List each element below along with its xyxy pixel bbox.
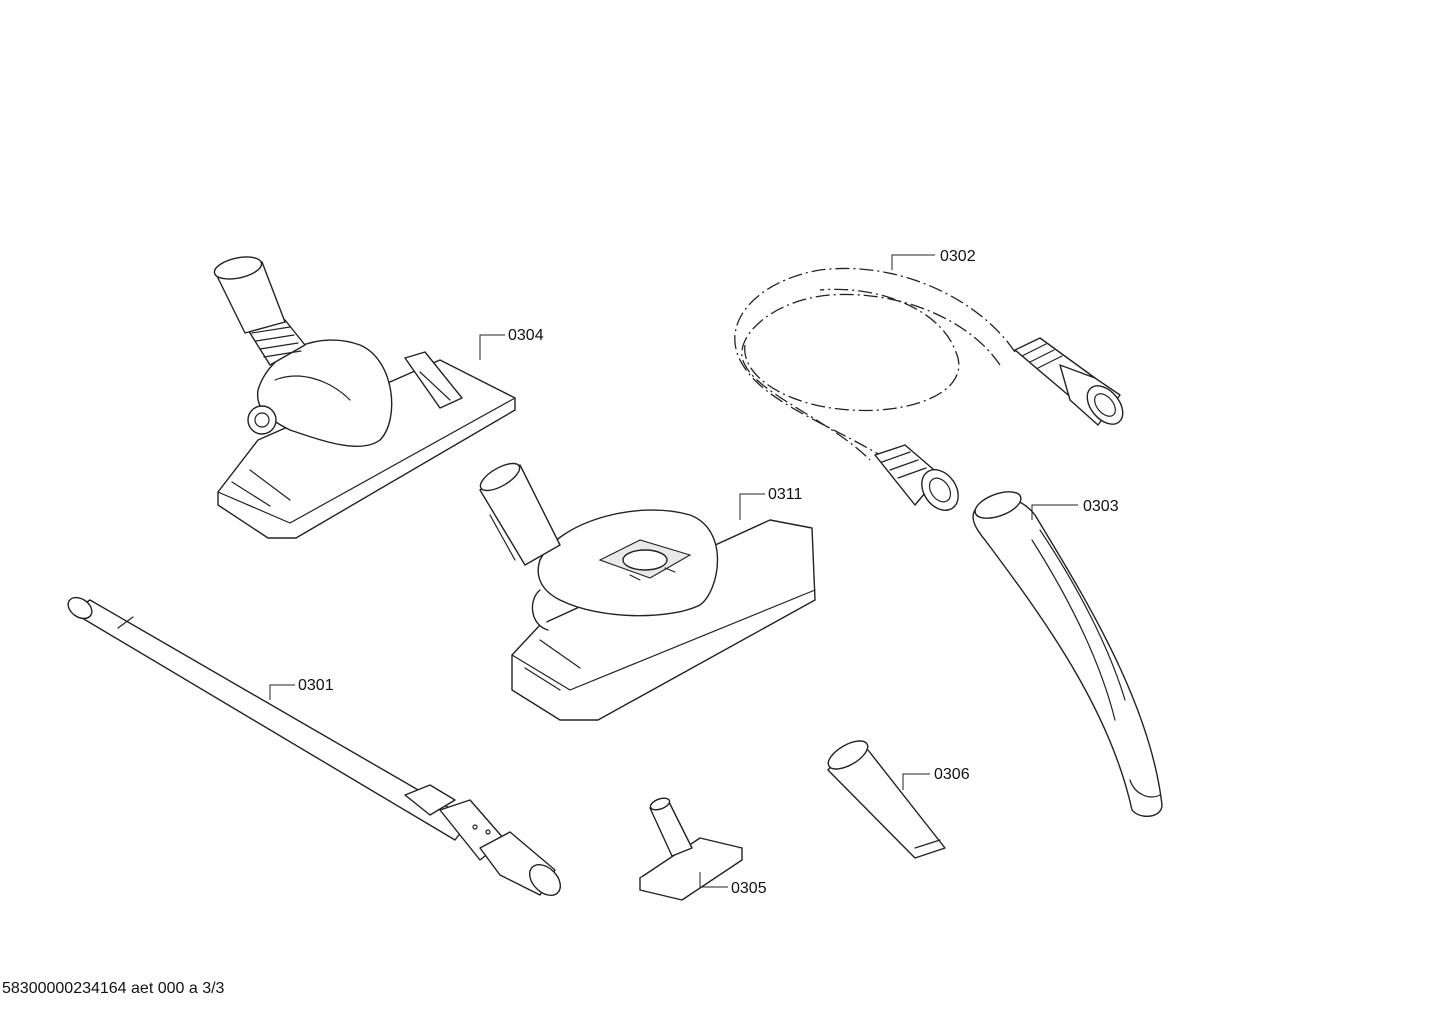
callout-label-0301: 0301 — [298, 677, 334, 694]
callout-0304: 0304 — [479, 327, 544, 360]
crevice-nozzle-0306[interactable] — [824, 735, 946, 859]
callout-label-0306: 0306 — [934, 766, 970, 783]
floor-nozzle-0304[interactable] — [212, 253, 516, 539]
callout-0306: 0306 — [902, 766, 970, 790]
callout-label-0303: 0303 — [1083, 498, 1119, 515]
callout-label-0304: 0304 — [508, 327, 544, 344]
upholstery-nozzle-0305[interactable] — [639, 796, 743, 901]
callout-0303: 0303 — [1031, 498, 1119, 520]
telescopic-tube-0301[interactable] — [64, 593, 566, 901]
callout-0302: 0302 — [891, 248, 976, 270]
callout-0305: 0305 — [699, 872, 767, 897]
hose-handle-0303[interactable] — [972, 486, 1163, 817]
callout-0311: 0311 — [739, 486, 803, 520]
document-footer: 58300000234164 aet 000 a 3/3 — [2, 980, 225, 997]
callout-label-0305: 0305 — [731, 880, 767, 897]
callout-label-0302: 0302 — [940, 248, 976, 265]
turbo-brush-0311[interactable] — [476, 458, 816, 721]
suction-hose-0302[interactable] — [734, 267, 1130, 517]
callout-label-0311: 0311 — [768, 486, 803, 503]
callout-0301: 0301 — [269, 677, 334, 700]
